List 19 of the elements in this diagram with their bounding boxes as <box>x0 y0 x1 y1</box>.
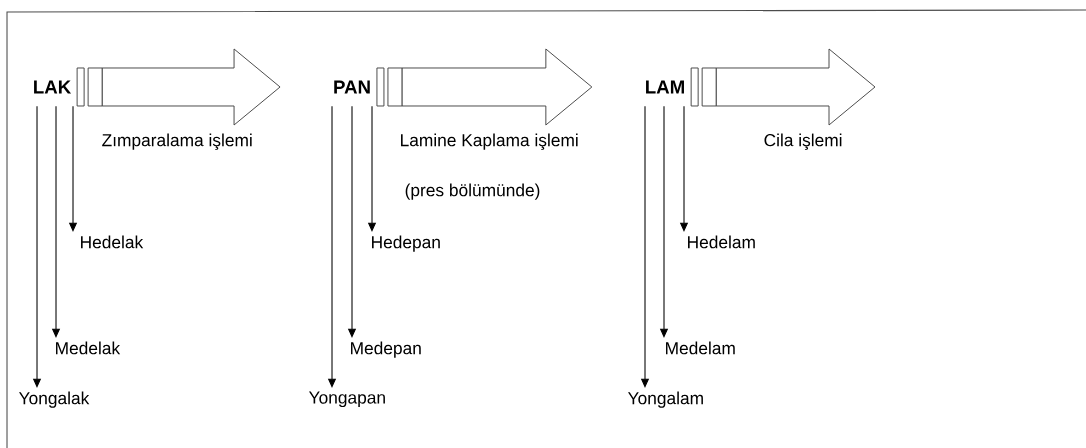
node-label: Yongalak <box>19 391 90 408</box>
node-label: Medelak <box>56 341 121 355</box>
node-label: Medelam <box>666 341 735 355</box>
edge-label: Cila işlemi <box>762 132 844 152</box>
block-arrow <box>690 48 876 126</box>
node-label: PAN <box>334 80 370 94</box>
node-label: Medepan <box>351 341 421 358</box>
block-arrow <box>76 48 281 126</box>
note-label: (pres bölümünde) <box>405 183 540 200</box>
node-label: Hedelak <box>81 235 144 249</box>
block-arrow <box>376 48 593 126</box>
node-label: Hedepan <box>372 235 440 252</box>
node-label: Hedelam <box>688 235 755 249</box>
node-label: Yongapan <box>309 391 385 408</box>
node-label: Yongalam <box>628 391 703 408</box>
edge-label: Lamine Kaplama işlemi <box>398 132 581 152</box>
node-label: LAM <box>646 80 684 94</box>
edge-label: Zımparalama işlemi <box>100 132 255 152</box>
node-label: LAK <box>34 80 72 94</box>
